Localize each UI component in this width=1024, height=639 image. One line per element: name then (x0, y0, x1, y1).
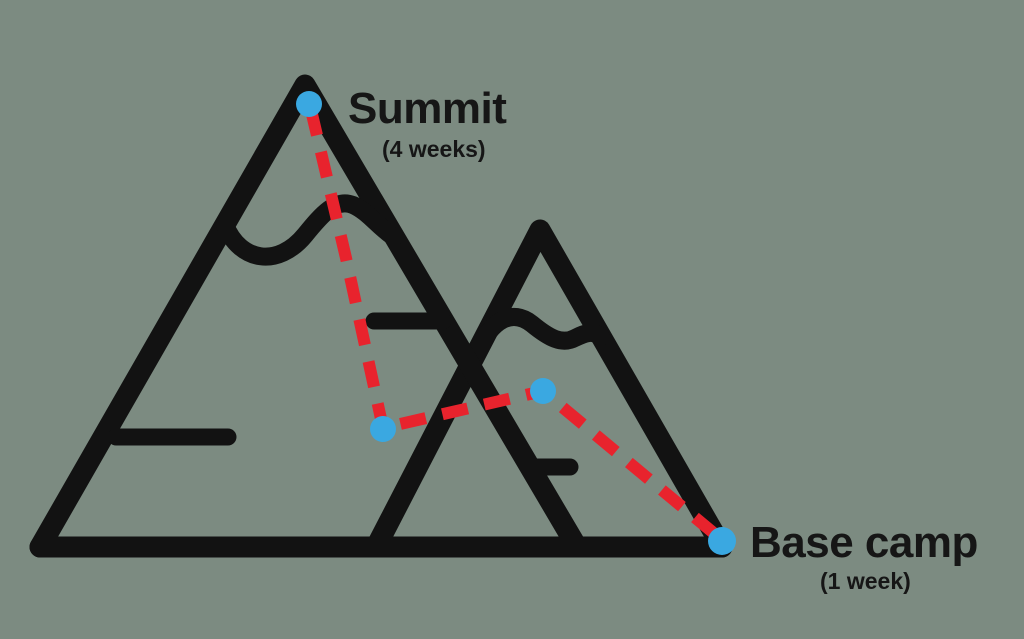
basecamp-duration-label: (1 week) (820, 568, 911, 594)
basecamp-waypoint-dot (708, 527, 736, 555)
large-mountain-outline (29, 74, 588, 558)
small-mountain-camp-dot (530, 378, 556, 404)
small-mountain-outline (365, 219, 733, 558)
summit-duration-label: (4 weeks) (382, 136, 486, 162)
small-mountain-snow-line (469, 307, 610, 359)
summit-waypoint-dot (296, 91, 322, 117)
large-mountain-camp-dot (370, 416, 396, 442)
large-mountain-snow-line (216, 194, 403, 266)
waypoints (296, 91, 736, 555)
large-mountain (29, 74, 588, 558)
summit-label: Summit (348, 84, 507, 133)
basecamp-label: Base camp (750, 518, 978, 567)
